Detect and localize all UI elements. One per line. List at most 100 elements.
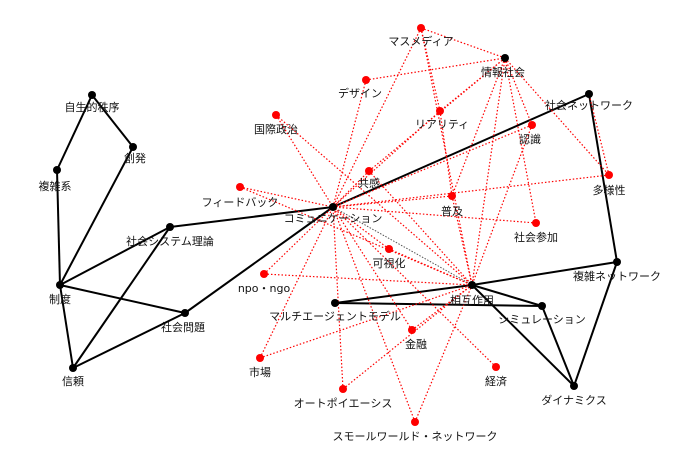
node-dynamics[interactable] [570,382,578,390]
edge-kyokan-sogo_sayo [368,170,473,286]
node-shakai_sanka[interactable] [532,219,540,227]
node-shinrai[interactable] [69,364,77,372]
edge-sohatsu-seido [59,146,134,286]
node-label-feedback: フィードバック [202,196,279,209]
edge-shijo-sogo_sayo [259,284,473,359]
node-label-keizai: 経済 [485,374,507,388]
edge-comm-shakai_network [332,93,590,208]
edge-joho_shakai-tayosei [504,57,610,176]
edge-seido-shakai_system [59,226,171,286]
node-comm[interactable] [329,203,337,211]
edge-sogo_sayo-multi_agent [334,284,473,304]
edge-small_world-sogo_sayo [414,284,473,423]
node-label-shakai_network: 社会ネットワーク [545,98,633,112]
node-label-shakai_sanka: 社会参加 [514,230,558,244]
edge-mass_media-joho_shakai [420,27,506,59]
node-label-kokusai: 国際政治 [254,122,298,136]
node-label-simulation: シミュレーション [498,313,586,326]
edge-joho_shakai-fukyu [451,57,506,197]
node-label-shakai_system: 社会システム理論 [126,234,214,248]
node-npo[interactable] [260,270,268,278]
node-label-multi_agent: マルチエージェントモデル [269,309,401,323]
node-joho_shakai[interactable] [501,54,509,62]
node-fukuzatsukei[interactable] [53,166,61,174]
edge-kashika-sogo_sayo [388,248,473,286]
node-jiritsu[interactable] [88,91,96,99]
node-label-mass_media: マスメディア [388,34,453,48]
node-label-npo: npo・ngo [238,282,291,295]
node-multi_agent[interactable] [331,299,339,307]
edge-keizai-comm [332,206,497,368]
edge-kokusai-comm [275,114,334,208]
edge-autopoiesis-comm [332,206,344,390]
node-shijo[interactable] [256,354,264,362]
node-keizai[interactable] [492,363,500,371]
node-simulation[interactable] [538,302,546,310]
node-reality[interactable] [436,107,444,115]
node-design[interactable] [362,76,370,84]
node-fukyu[interactable] [448,192,456,200]
node-feedback[interactable] [236,183,244,191]
node-label-fukyu: 普及 [441,204,463,218]
node-shakai_network[interactable] [585,90,593,98]
nodes-layer [53,24,621,426]
node-sogo_sayo[interactable] [468,281,476,289]
node-sohatsu[interactable] [129,143,137,151]
node-autopoiesis[interactable] [339,385,347,393]
edge-comm-sogo_sayo [332,206,473,286]
edge-reality-fukyu [439,110,453,197]
edge-fukuzatsu_network-sogo_sayo [471,261,618,286]
node-label-shijo: 市場 [249,365,271,379]
node-kashika[interactable] [385,245,393,253]
edge-simulation-dynamics [541,305,575,387]
node-seido[interactable] [56,281,64,289]
node-fukuzatsu_network[interactable] [613,258,621,266]
node-ninshiki[interactable] [528,121,536,129]
node-label-shakai_mondai: 社会問題 [161,320,205,334]
node-label-comm: コミュニケーション [284,212,383,225]
node-kyokan[interactable] [365,167,373,175]
edge-mass_media-sogo_sayo [420,27,473,286]
node-kokusai[interactable] [272,111,280,119]
node-label-joho_shakai: 情報社会 [481,65,525,79]
edge-jiritsu-sohatsu [91,94,134,148]
edge-ninshiki-comm [332,124,533,208]
node-small_world[interactable] [411,418,419,426]
node-label-seido: 制度 [49,292,71,306]
edge-fukuzatsukei-seido [56,169,61,286]
edge-design-comm [332,79,367,208]
edge-sogo_sayo-simulation [471,284,543,307]
node-tayosei[interactable] [605,171,613,179]
edge-shakai_sanka-comm [332,206,537,224]
labels-layer: 自生的秩序創発複雑系社会システム理論制度社会問題信頼コミュニケーション情報社会社… [39,34,662,443]
edge-kyokan-comm [332,170,370,208]
node-mass_media[interactable] [417,24,425,32]
edge-shinrai-shakai_system [72,226,171,369]
node-label-sogo_sayo: 相互作用 [450,294,494,307]
node-label-small_world: スモールワールド・ネットワーク [333,430,498,443]
node-label-tayosei: 多様性 [593,183,626,197]
edge-reality-comm [332,110,441,208]
edges-layer [56,27,618,423]
node-label-ninshiki: 認識 [519,132,541,146]
edge-shinrai-shakai_mondai [72,312,186,369]
node-label-kinyu: 金融 [405,337,427,351]
edge-ninshiki-sogo_sayo [471,124,533,286]
node-shakai_mondai[interactable] [181,309,189,317]
node-label-fukuzatsukei: 複雑系 [39,179,72,193]
edge-kashika-comm [332,206,390,250]
node-label-dynamics: ダイナミクス [541,393,606,407]
node-kinyu[interactable] [408,326,416,334]
edge-shakai_network-fukuzatsu_network [588,93,618,263]
edge-design-joho_shakai [365,57,506,81]
edge-fukyu-sogo_sayo [451,195,473,286]
edge-fukyu-comm [332,195,453,208]
edge-seido-shakai_mondai [59,284,186,314]
node-label-design: デザイン [338,86,382,100]
node-shakai_system[interactable] [166,223,174,231]
node-label-autopoiesis: オートポイエーシス [294,397,393,410]
edge-shakai_mondai-comm [184,206,334,314]
edge-tayosei-comm [332,174,610,208]
node-label-sohatsu: 創発 [124,151,146,165]
edge-jiritsu-fukuzatsukei [56,94,93,171]
